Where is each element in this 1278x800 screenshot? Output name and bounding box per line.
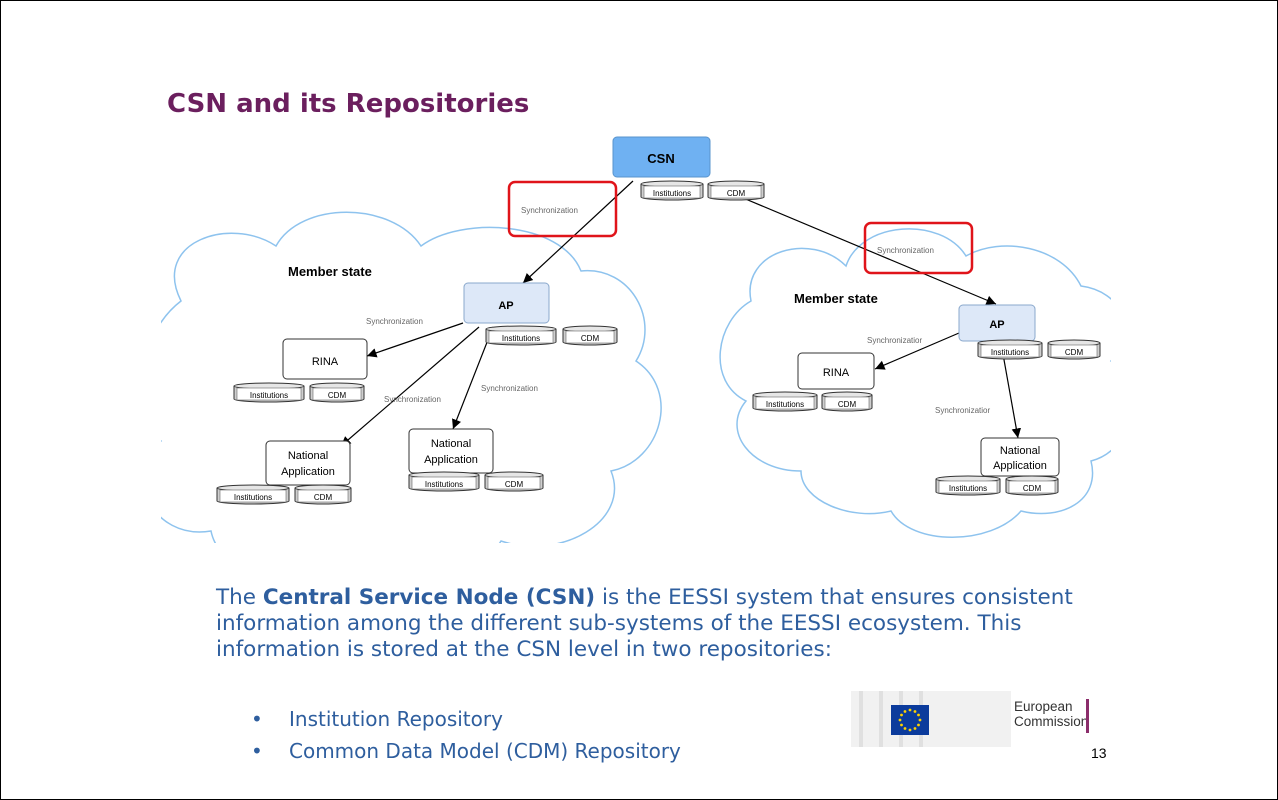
sync-label: Synchronization — [877, 246, 934, 255]
left-rina-label: RINA — [312, 356, 339, 368]
repository-cylinder: Institutions — [977, 339, 1043, 360]
body-paragraph: The Central Service Node (CSN) is the EE… — [216, 585, 1096, 663]
repository-label: CDM — [727, 189, 746, 198]
page-number: 13 — [1091, 745, 1107, 761]
repository-cylinder: Institutions — [640, 180, 704, 201]
sync-label: Synchronization — [521, 206, 578, 215]
repository-label: Institutions — [991, 348, 1029, 357]
repository-label: Institutions — [250, 391, 288, 400]
repository-label: Institutions — [653, 189, 691, 198]
repository-cylinder: CDM — [821, 391, 873, 412]
sync-label: Synchronization — [366, 317, 423, 326]
rna-l1: National — [1000, 445, 1040, 457]
repository-label: CDM — [314, 493, 333, 502]
bullet-item: •Institution Repository — [251, 707, 503, 731]
csn-label: CSN — [647, 151, 674, 166]
sync-label: Synchronizatior — [935, 406, 990, 415]
repository-label: Institutions — [949, 484, 987, 493]
repository-cylinder: CDM — [294, 484, 352, 505]
sync-highlight-left — [507, 180, 618, 238]
right-national-app: National Application — [980, 437, 1060, 477]
lna2-l1: National — [431, 438, 471, 450]
repository-cylinder: Institutions — [408, 471, 480, 492]
repository-label: CDM — [838, 400, 857, 409]
slide-title: CSN and its Repositories — [167, 89, 530, 119]
left-member-state-cloud — [161, 211, 662, 543]
intro-text-start: The — [216, 585, 263, 610]
csn-node: CSN — [612, 136, 711, 178]
rna-l2: Application — [993, 460, 1047, 472]
european-commission-logo — [851, 691, 1011, 747]
repository-cylinder: CDM — [562, 325, 618, 346]
repository-label: Institutions — [425, 480, 463, 489]
sync-highlight-right — [863, 221, 974, 275]
repository-cylinder: Institutions — [485, 325, 557, 346]
left-national-app-2: National Application — [408, 428, 494, 474]
sync-arrows — [340, 180, 1022, 447]
repository-label: Institutions — [766, 400, 804, 409]
right-ap-node: AP — [958, 304, 1036, 342]
repository-cylinder: CDM — [1047, 339, 1101, 360]
repository-label: CDM — [328, 391, 347, 400]
repository-cylinder: Institutions — [233, 382, 305, 403]
repository-cylinder: CDM — [1005, 475, 1059, 496]
repository-label: Institutions — [502, 334, 540, 343]
left-national-app-1: National Application — [265, 440, 351, 486]
left-ap-node: AP — [463, 282, 550, 324]
ec-logo-text: European Commission — [1014, 699, 1089, 729]
repository-label: CDM — [1023, 484, 1042, 493]
right-rina-label: RINA — [823, 367, 850, 379]
ec-logo-bar — [1086, 699, 1089, 733]
member-state-label-right: Member state — [794, 291, 878, 306]
right-member-state-cloud — [719, 228, 1111, 538]
repository-label: Institutions — [234, 493, 272, 502]
left-rina-node: RINA — [282, 338, 368, 380]
intro-text-bold: Central Service Node (CSN) — [262, 585, 596, 610]
lna2-l2: Application — [424, 454, 478, 466]
repository-cylinder: Institutions — [216, 484, 290, 505]
bullet-item: •Common Data Model (CDM) Repository — [251, 739, 681, 763]
repository-label: CDM — [505, 480, 524, 489]
repository-cylinder: Institutions — [935, 475, 1001, 496]
repository-cylinder: Institutions — [752, 391, 818, 412]
lna1-l1: National — [288, 450, 328, 462]
sync-label: Synchronization — [481, 384, 538, 393]
right-ap-label: AP — [989, 319, 1004, 331]
sync-label: Synchronization — [384, 395, 441, 404]
repository-label: CDM — [581, 334, 600, 343]
lna1-l2: Application — [281, 466, 335, 478]
repository-label: CDM — [1065, 348, 1084, 357]
member-state-label-left: Member state — [288, 264, 372, 279]
repository-cylinder: CDM — [484, 471, 544, 492]
repository-cylinder: CDM — [707, 180, 765, 201]
sync-label: Synchronizatior — [867, 336, 922, 345]
left-ap-label: AP — [498, 300, 513, 312]
repository-cylinder: CDM — [309, 382, 365, 403]
architecture-diagram: CSN AP AP RINA RINA National Applic — [161, 136, 1111, 543]
right-rina-node: RINA — [797, 352, 875, 390]
intro-text-end: is the EESSI system that ensures consist… — [216, 585, 1073, 662]
